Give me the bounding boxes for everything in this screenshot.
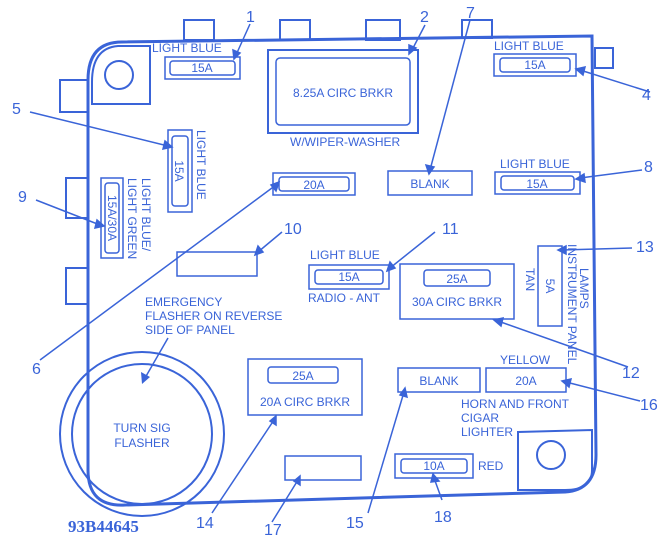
fuse-15-slot [397,367,481,393]
fuse-13-slot [537,245,563,327]
callout-1: 1 [246,9,255,26]
fuse-16-color-label: YELLOW [500,353,551,367]
fuse-14-rating-top: 25A [292,369,313,383]
fuse-9-color-label-2: LIGHT GREEN [125,178,139,259]
callout-13: 13 [636,239,654,256]
fuse-15-label: BLANK [419,374,458,388]
fuse-9-rating: 15A/30A [105,195,119,241]
emergency-note-2: FLASHER ON REVERSE [145,309,282,323]
callout-16: 16 [640,397,658,414]
drawing-code: 93B44645 [68,517,139,536]
fuse-16-rating: 20A [515,374,536,388]
fuse-11-label: RADIO - ANT [308,291,381,305]
callout-7: 7 [466,5,475,22]
fuse-2-rating: 8.25A CIRC BRKR [293,86,393,100]
fuse-13-rating: 5A [543,279,557,294]
fuse-1-slot [164,56,241,80]
callout-5: 5 [12,101,21,118]
fuse-13-label-2: LAMPS [577,268,591,309]
callout-2: 2 [420,9,429,26]
fuse-10-slot [176,251,258,277]
fuse-5-slot [167,129,193,213]
fuse-1-rating: 15A [191,61,212,75]
fuse-4-rating: 15A [524,58,545,72]
mounting-hole-top-left [91,45,151,105]
fuse-5-rating: 15A [172,160,186,181]
fuse-4-color-label: LIGHT BLUE [494,39,564,53]
callout-numbers: 1 2 7 4 5 8 9 10 11 13 6 12 16 14 17 15 … [12,5,658,537]
fuse-8-rating: 15A [526,177,547,191]
callout-8: 8 [644,159,653,176]
fuse-2-slot [267,49,419,134]
leader-lines [29,19,651,523]
turn-signal-outer [59,351,225,517]
fuse-11-rating: 15A [338,270,359,284]
emergency-arrow [144,337,169,379]
callout-11: 11 [442,221,459,238]
callout-12: 12 [622,365,640,382]
callout-10: 10 [284,221,302,238]
fuse-2-label: W/WIPER-WASHER [290,135,401,149]
fuse-12-rating-top: 25A [446,272,467,286]
fuse-8-slot [494,171,581,195]
fuse-14-slot [247,358,363,416]
callout-18: 18 [434,509,452,526]
fuse-16-label-2: CIGAR [461,411,499,425]
fuse-13-color-label: TAN [523,268,537,291]
fuse-18-rating: 10A [423,459,444,473]
callout-17: 17 [264,522,282,537]
fuse-4-slot [493,53,577,77]
left-tabs [59,79,89,305]
turn-signal-label-1: TURN SIG [113,421,170,435]
emergency-note-3: SIDE OF PANEL [145,323,235,337]
emergency-note-1: EMERGENCY [145,295,222,309]
fuse-9-color-label-1: LIGHT BLUE/ [139,178,153,252]
fuse-18-color-label: RED [478,459,504,473]
callout-4: 4 [642,87,651,104]
fuse-1-color-label: LIGHT BLUE [152,41,222,55]
callout-9: 9 [18,189,27,206]
fuse-6-rating: 20A [303,178,324,192]
fuse-17-slot [284,455,362,481]
right-tabs [594,47,614,69]
fuse-11-slot [308,264,390,290]
fuse-5-color-label: LIGHT BLUE [194,130,208,200]
fuse-12-slot [399,263,515,320]
fuse-8-color-label: LIGHT BLUE [500,157,570,171]
fuse-16-label-3: LIGHTER [461,425,513,439]
callout-14: 14 [196,515,214,532]
callout-6: 6 [32,361,41,378]
callout-15: 15 [346,515,364,532]
fuse-12-rating-bottom: 30A CIRC BRKR [412,295,502,309]
mounting-hole-bottom-right [517,428,593,491]
fuse-7-label: BLANK [410,177,449,191]
turn-signal-label-2: FLASHER [114,436,170,450]
turn-signal-flasher [71,363,213,505]
fuse-9-slot [100,177,124,259]
fuse-14-rating-bottom: 20A CIRC BRKR [260,395,350,409]
fuse-16-label-1: HORN AND FRONT [461,397,570,411]
fuse-13-label-1: INSTRUMENT PANEL [565,244,579,365]
top-tabs [183,19,493,41]
fuse-11-color-label: LIGHT BLUE [310,248,380,262]
